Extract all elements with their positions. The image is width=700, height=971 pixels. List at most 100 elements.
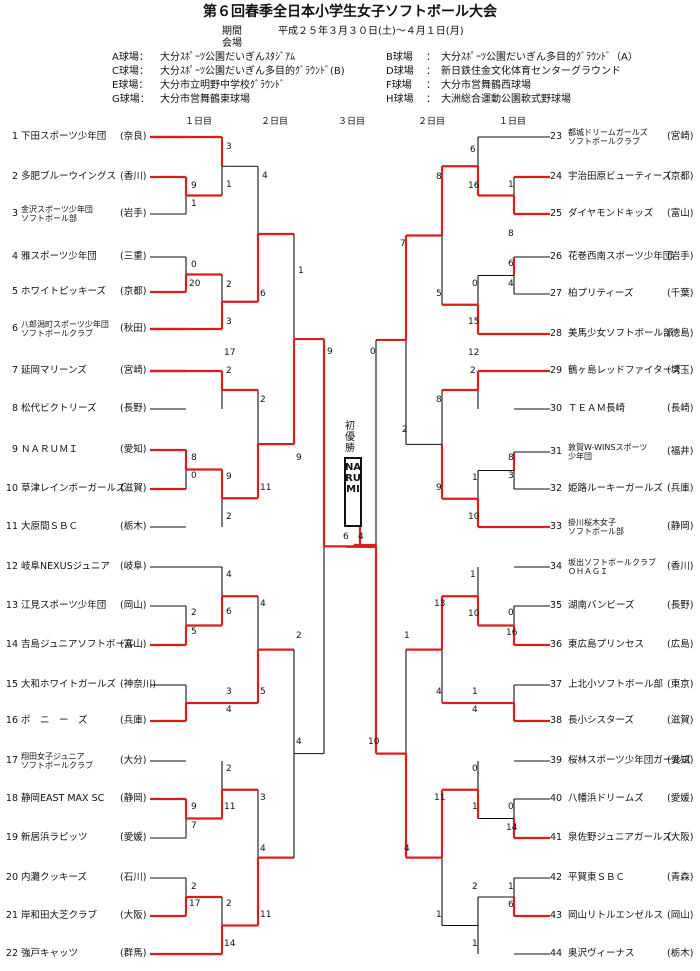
team-prefecture: (大阪)	[667, 832, 694, 843]
venue-e-name: 大分市立明野中学校ｸﾞﾗｳﾝﾄﾞ	[160, 80, 285, 91]
match-score: 17	[189, 899, 201, 909]
match-score: 5	[436, 289, 442, 299]
match-score: 8	[191, 453, 197, 463]
team-prefecture: (奈良)	[120, 131, 147, 142]
match-score: 2	[226, 512, 232, 522]
team-number: 40	[550, 793, 563, 804]
team-name: 強戸キャッツ	[21, 948, 79, 959]
team-number: 13	[5, 600, 18, 611]
team-prefecture: (徳島)	[667, 328, 694, 339]
team-number: 35	[550, 600, 563, 611]
champion-box	[344, 457, 362, 527]
match-score: 0	[191, 260, 197, 270]
team-number: 11	[5, 521, 18, 532]
match-score: 1	[508, 882, 514, 892]
team-name: 敦賀W-WINSスポーツ 少年団	[568, 443, 648, 462]
match-score: 2	[191, 882, 197, 892]
champion-label: 初 優 勝	[345, 421, 355, 454]
match-score: 6	[343, 532, 349, 542]
team-name: ＴＥＡＭ長崎	[568, 403, 626, 414]
team-prefecture: (栃木)	[120, 521, 147, 532]
team-number: 16	[5, 715, 18, 726]
venue-c-label: C球場：	[112, 66, 149, 77]
team-number: 4	[11, 251, 18, 262]
match-score: 1	[472, 939, 478, 949]
team-number: 25	[550, 208, 563, 219]
team-name: ホワイトピッキーズ	[21, 286, 107, 297]
team-prefecture: (青森)	[667, 872, 694, 883]
team-prefecture: (富山)	[120, 639, 147, 650]
team-number: 10	[5, 483, 18, 494]
match-score: 3	[508, 471, 514, 481]
team-number: 38	[550, 715, 563, 726]
match-score: 2	[191, 608, 197, 618]
team-name: 八幡浜ドリームズ	[568, 793, 644, 804]
match-score: 4	[358, 532, 364, 542]
team-prefecture: (香川)	[667, 561, 694, 572]
match-score: 0	[370, 347, 376, 357]
team-number: 7	[11, 365, 18, 376]
team-number: 31	[550, 446, 563, 457]
match-score: 10	[368, 737, 380, 747]
match-score: 4	[508, 279, 514, 289]
match-score: 10	[468, 512, 480, 522]
team-prefecture: (滋賀)	[120, 483, 147, 494]
match-score: 7	[191, 821, 197, 831]
match-score: 2	[226, 280, 232, 290]
team-prefecture: (岡山)	[120, 600, 147, 611]
team-number: 5	[11, 286, 18, 297]
team-number: 19	[5, 832, 18, 843]
team-number: 39	[550, 755, 563, 766]
match-score: 5	[191, 627, 197, 637]
team-prefecture: (京都)	[667, 171, 694, 182]
match-score: 0	[472, 764, 478, 774]
team-name: 岸和田大芝クラブ	[21, 910, 98, 921]
match-score: 1	[226, 180, 232, 190]
match-score: 6	[508, 259, 514, 269]
venue-b-label: B球場	[386, 52, 413, 63]
team-name: ダイヤモンドキッズ	[568, 208, 654, 219]
team-name: 坂出ソフトボールクラブ ＯＨＡＧＩ	[568, 558, 656, 577]
round-header-right-1: １日目	[499, 117, 527, 127]
team-prefecture: (愛媛)	[120, 832, 147, 843]
team-number: 21	[5, 910, 18, 921]
team-number: 33	[550, 521, 563, 532]
match-score: 1	[298, 266, 304, 276]
team-number: 20	[5, 872, 18, 883]
period-label: 期間	[222, 26, 242, 37]
match-score: 11	[260, 483, 272, 493]
match-score: 8	[508, 453, 514, 463]
team-prefecture: (宮崎)	[120, 365, 147, 376]
team-prefecture: (兵庫)	[120, 715, 147, 726]
team-prefecture: (岩手)	[120, 208, 147, 219]
team-name: 掛川桜木女子 ソフトボール部	[568, 518, 624, 537]
round-header-left-1: １日目	[185, 117, 213, 127]
match-score: 6	[470, 145, 476, 155]
team-prefecture: (石川)	[120, 872, 147, 883]
match-score: 4	[436, 687, 442, 697]
team-number: 3	[11, 208, 18, 219]
venue-e-label: E球場：	[112, 80, 149, 91]
match-score: 8	[436, 172, 442, 182]
team-number: 36	[550, 639, 563, 650]
match-score: 0	[191, 471, 197, 481]
team-prefecture: (岩手)	[667, 251, 694, 262]
team-number: 18	[5, 793, 18, 804]
team-prefecture: (宮崎)	[667, 131, 694, 142]
venue-f-label: F球場	[386, 80, 412, 91]
team-number: 24	[550, 171, 563, 182]
match-score: 8	[436, 395, 442, 405]
team-number: 43	[550, 910, 563, 921]
match-score: 9	[296, 453, 302, 463]
team-name: 新居浜ラピッツ	[21, 832, 88, 843]
match-score: 8	[508, 229, 514, 239]
team-prefecture: (大分)	[120, 755, 147, 766]
team-name: 多肥ブルーウイングス	[21, 171, 117, 182]
team-prefecture: (岡山)	[667, 910, 694, 921]
team-name: 都城ドリームガールズ ソフトボールクラブ	[568, 128, 648, 147]
match-score: 2	[472, 882, 478, 892]
team-name: 延岡マリーンズ	[21, 365, 87, 376]
match-score: 16	[468, 181, 480, 191]
team-prefecture: (三重)	[120, 251, 147, 262]
